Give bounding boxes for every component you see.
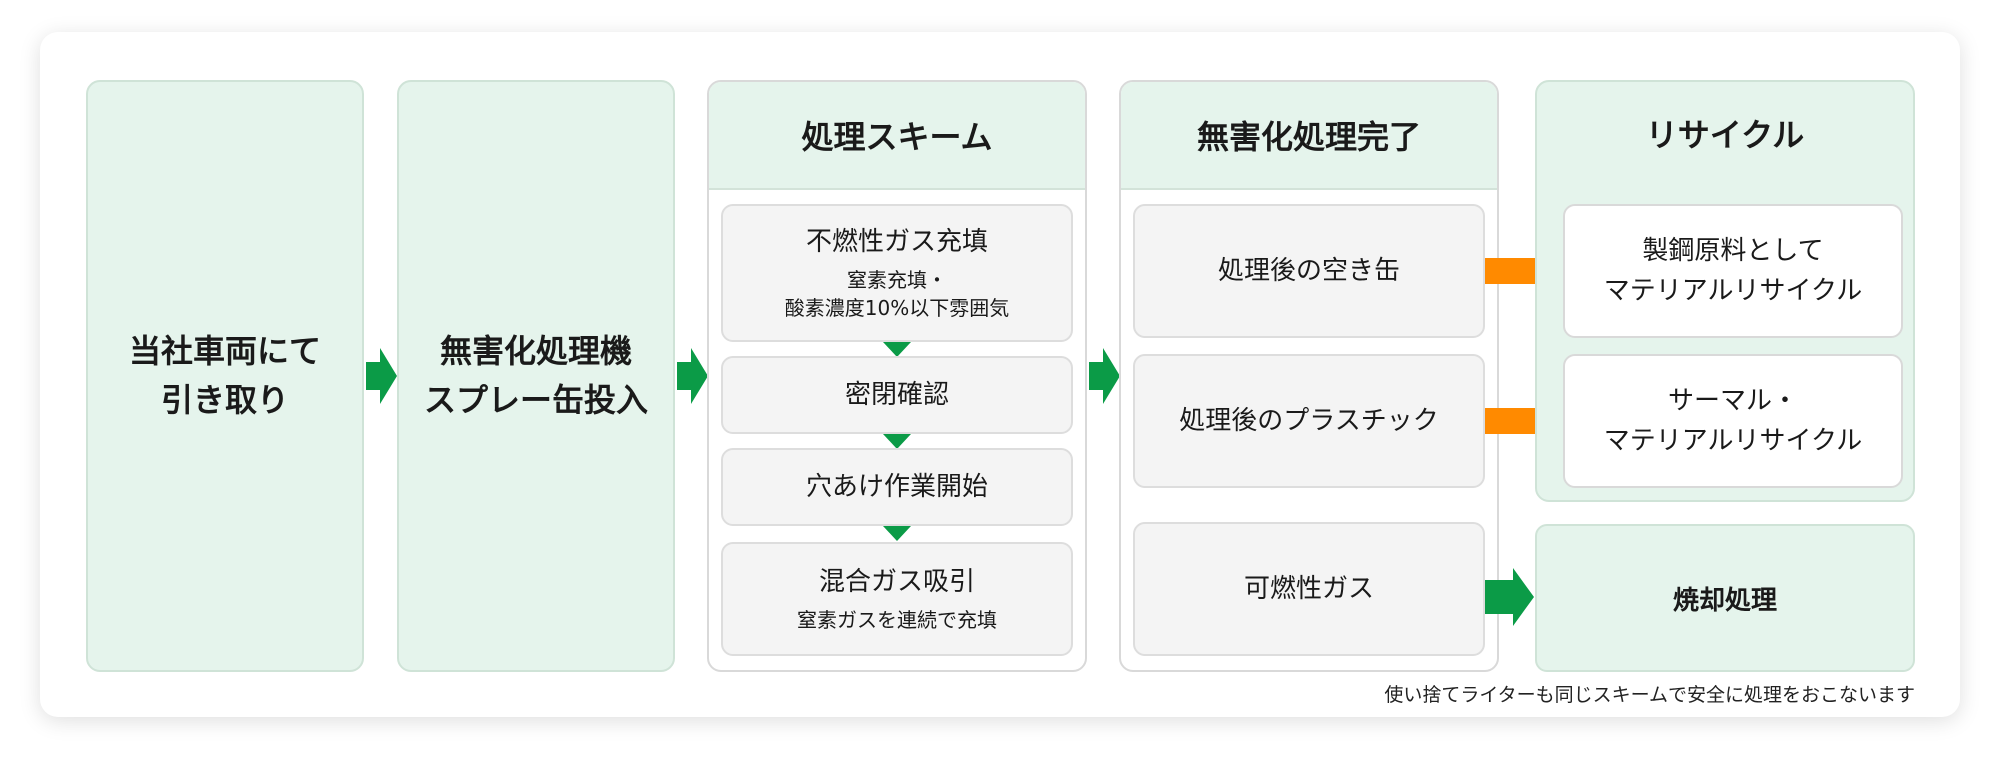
scheme-box-title: 不燃性ガス充填 [805,227,988,257]
scheme-box-gas-suction: 混合ガス吸引 窒素ガスを連続で充填 [721,542,1073,656]
complete-box-label: 可燃性ガス [1243,574,1374,604]
recycle-box-line: マテリアルリサイクル [1603,276,1863,306]
complete-box-flammable-gas: 可燃性ガス [1133,522,1485,656]
recycle-box-thermal: サーマル・ マテリアルリサイクル [1563,354,1903,488]
scheme-box-title: 穴あけ作業開始 [805,472,988,502]
scheme-box-sub-line: 窒素ガスを連続で充填 [797,608,997,632]
step-pickup-line-1: 当社車両にて [128,332,321,370]
orange-arrow-icon [1485,244,1568,298]
step-machine-line-2: スプレー缶投入 [423,381,648,419]
complete-box-label: 処理後の空き缶 [1217,256,1400,286]
scheme-box-title: 混合ガス吸引 [818,567,975,597]
orange-arrow-icon [1485,394,1568,448]
recycle-box-line: 製鋼原料として [1642,236,1824,266]
recycle-title: リサイクル [1645,116,1805,154]
triangle-down-icon [883,526,911,541]
green-arrow-icon [1485,568,1534,626]
scheme-box-title: 密閉確認 [844,380,949,410]
scheme-box-sub: 窒素ガスを連続で充填 [797,606,997,634]
complete-box-empty-can: 処理後の空き缶 [1133,204,1485,338]
footnote: 使い捨てライターも同じスキームで安全に処理をおこないます [1384,684,1915,706]
complete-title: 無害化処理完了 [1121,82,1497,190]
complete-box-label: 処理後のプラスチック [1179,406,1439,436]
scheme-box-inert-gas: 不燃性ガス充填 窒素充填・ 酸素濃度10%以下雰囲気 [721,204,1073,342]
scheme-box-sub: 窒素充填・ 酸素濃度10%以下雰囲気 [785,266,1009,322]
incineration-box: 焼却処理 [1535,524,1915,672]
green-arrow-icon [366,348,397,404]
recycle-box-line: サーマル・ [1667,386,1798,416]
scheme-box-sub-line: 酸素濃度10%以下雰囲気 [784,296,1010,320]
triangle-down-icon [883,434,911,449]
step-pickup: 当社車両にて 引き取り [86,80,364,672]
triangle-down-icon [883,342,911,357]
scheme-title: 処理スキーム [709,82,1085,190]
step-machine: 無害化処理機 スプレー缶投入 [397,80,675,672]
step-pickup-line-2: 引き取り [160,381,289,419]
step-machine-line-1: 無害化処理機 [439,332,632,370]
recycle-box-line: マテリアルリサイクル [1603,426,1863,456]
green-arrow-icon [677,348,708,404]
recycle-box-steel: 製鋼原料として マテリアルリサイクル [1563,204,1903,338]
green-arrow-icon [1089,348,1120,404]
scheme-box-seal-check: 密閉確認 [721,356,1073,434]
scheme-box-sub-line: 窒素充填・ [846,268,947,292]
scheme-box-drilling: 穴あけ作業開始 [721,448,1073,526]
complete-box-plastic: 処理後のプラスチック [1133,354,1485,488]
